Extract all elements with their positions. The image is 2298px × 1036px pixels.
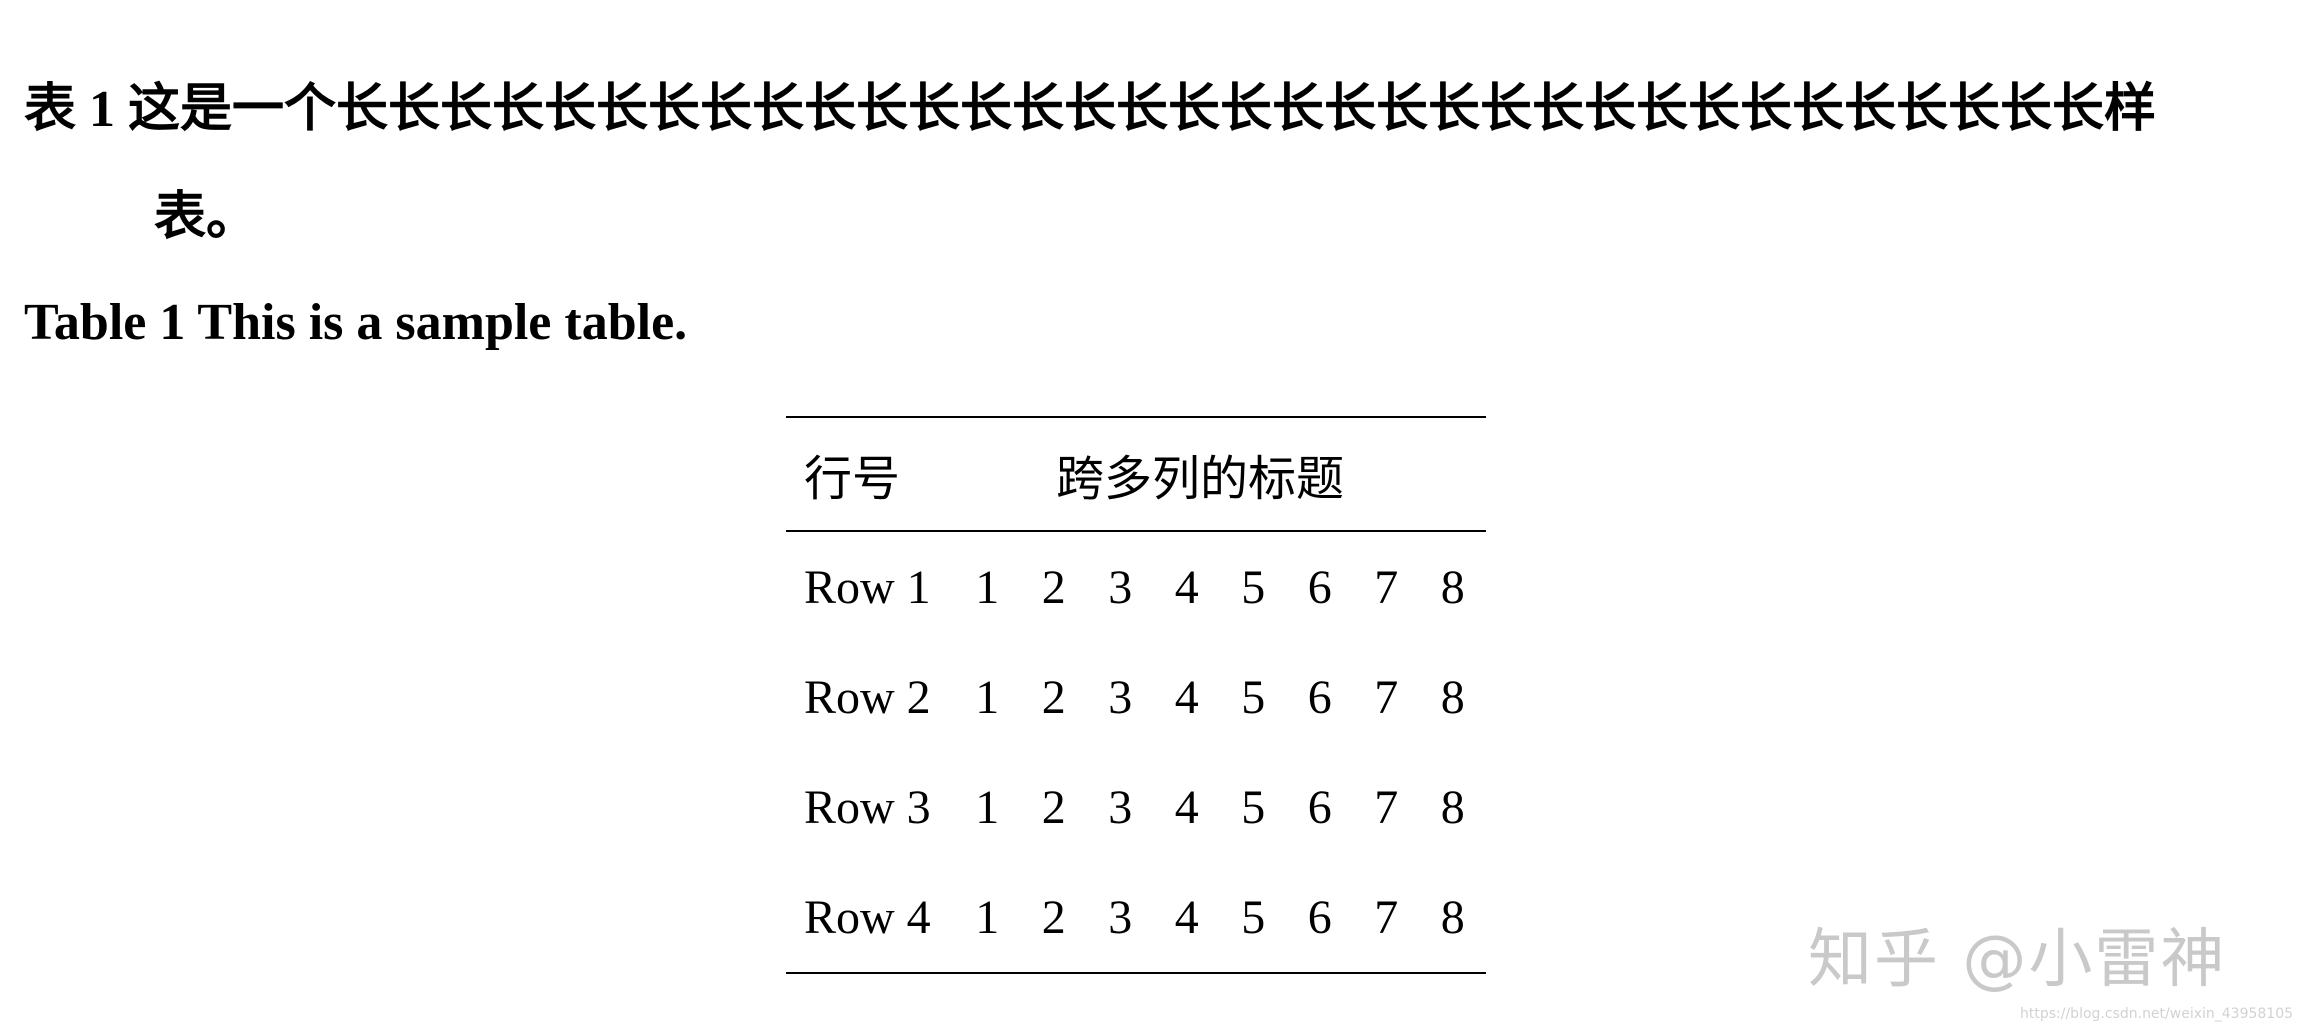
url-watermark: https://blog.csdn.net/weixin_43958105 bbox=[2020, 1006, 2294, 1022]
table-mid-rule bbox=[786, 530, 1486, 532]
table-cell: 8 bbox=[1440, 670, 1465, 724]
table-cell: 6 bbox=[1307, 560, 1332, 614]
table-caption-english: Table 1 This is a sample table. bbox=[24, 294, 688, 351]
header-row-number-label: 行号 bbox=[804, 453, 901, 506]
table-cell: 6 bbox=[1307, 780, 1332, 834]
table-cell: 3 bbox=[1108, 670, 1133, 724]
table-cell: 7 bbox=[1374, 890, 1399, 944]
table-cell: 1 bbox=[975, 890, 1000, 944]
table-cell: 2 bbox=[1041, 780, 1066, 834]
table-caption-chinese: 表 1 这是一个长长长长长长长长长长长长长长长长长长长长长长长长长长长长长长长长… bbox=[24, 81, 2157, 246]
row-label: Row 3 bbox=[804, 780, 931, 834]
table-cell: 3 bbox=[1108, 890, 1133, 944]
table-cell: 2 bbox=[1041, 560, 1066, 614]
table-cell: 4 bbox=[1174, 890, 1199, 944]
table-cell: 5 bbox=[1241, 890, 1266, 944]
table-bottom-rule bbox=[786, 972, 1486, 974]
table-cell: 7 bbox=[1374, 670, 1399, 724]
table-top-rule bbox=[786, 416, 1486, 418]
row-label: Row 4 bbox=[804, 890, 931, 944]
row-label: Row 2 bbox=[804, 670, 931, 724]
table-cell: 7 bbox=[1374, 560, 1399, 614]
table-cell: 5 bbox=[1241, 780, 1266, 834]
table-row: Row 4 1 2 3 4 5 6 7 8 bbox=[786, 862, 1486, 972]
table-row: Row 3 1 2 3 4 5 6 7 8 bbox=[786, 752, 1486, 862]
table-cell: 4 bbox=[1174, 780, 1199, 834]
table-cell: 6 bbox=[1307, 890, 1332, 944]
table-cell: 3 bbox=[1108, 780, 1133, 834]
table-cell: 4 bbox=[1174, 670, 1199, 724]
table-cell: 8 bbox=[1440, 890, 1465, 944]
table-row: Row 2 1 2 3 4 5 6 7 8 bbox=[786, 642, 1486, 752]
sample-table: 行号 跨多列的标题 Row 1 1 2 3 4 5 6 7 8 Row 2 1 … bbox=[786, 416, 1486, 974]
table-cell: 3 bbox=[1108, 560, 1133, 614]
table-cell: 1 bbox=[975, 780, 1000, 834]
table-cell: 6 bbox=[1307, 670, 1332, 724]
row-label: Row 1 bbox=[804, 560, 931, 614]
table-cell: 1 bbox=[975, 560, 1000, 614]
table-row: Row 1 1 2 3 4 5 6 7 8 bbox=[786, 532, 1486, 642]
table-cell: 8 bbox=[1440, 780, 1465, 834]
table-cell: 5 bbox=[1241, 670, 1266, 724]
table-cell: 8 bbox=[1440, 560, 1465, 614]
table-header-row: 行号 跨多列的标题 bbox=[786, 418, 1486, 530]
zhihu-watermark: 知乎 @小雷神 bbox=[1808, 923, 2227, 997]
table-cell: 4 bbox=[1174, 560, 1199, 614]
table-cell: 2 bbox=[1041, 890, 1066, 944]
table-cell: 1 bbox=[975, 670, 1000, 724]
table-cell: 7 bbox=[1374, 780, 1399, 834]
header-multicolumn-title: 跨多列的标题 bbox=[1055, 453, 1344, 506]
table-cell: 2 bbox=[1041, 670, 1066, 724]
table-cell: 5 bbox=[1241, 560, 1266, 614]
